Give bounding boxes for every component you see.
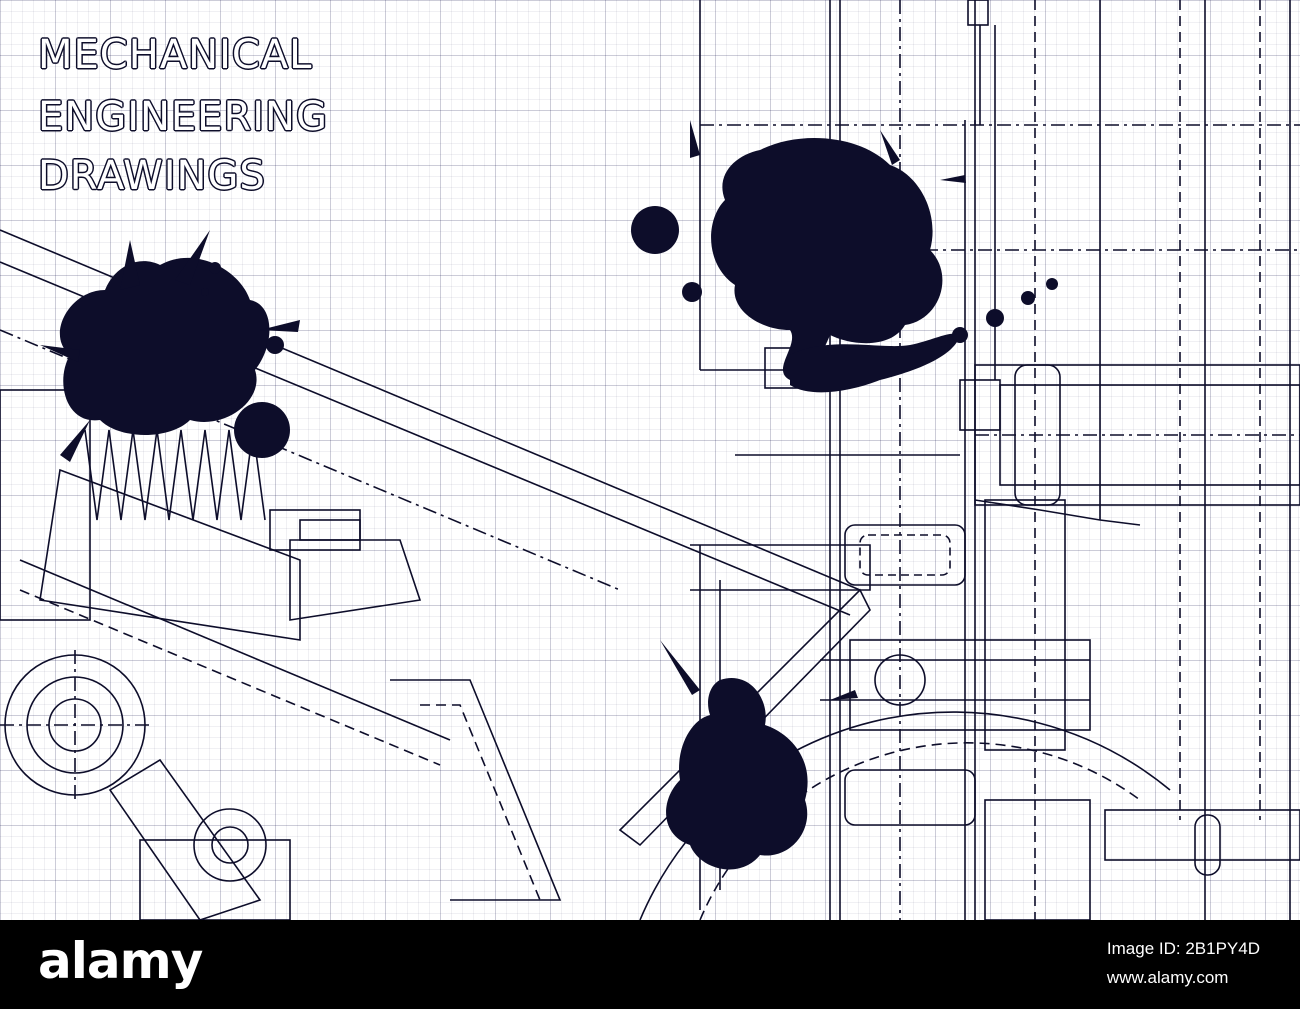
ink-splatter-icon [201,288,209,296]
crossbar-inner [999,384,1300,486]
slot-link-hidden [859,534,951,576]
title-line-3: DRAWINGS [38,153,266,199]
site-url: www.alamy.com [1106,968,1229,987]
watermark-footer: alamy Image ID: 2B1PY4D www.alamy.com [0,920,1300,1009]
link-arm [108,758,262,920]
hidden-line [19,589,441,766]
ink-splatter-icon [1021,291,1035,305]
gear-icon [193,808,267,882]
slot-link-lower [844,769,976,826]
image-id-label: Image ID: 2B1PY4D [1106,939,1260,958]
slot-link [844,524,966,586]
ink-splatters [40,120,1058,870]
ink-splatter-icon [209,262,221,274]
hidden-line [420,704,541,901]
title-line-2: ENGINEERING [38,94,328,140]
diagonal-bar [618,588,871,847]
gear-hub [211,826,249,864]
spring-icon [84,429,266,521]
break-line [974,499,1141,526]
base-plate [139,839,291,920]
bearing-housing [849,639,1091,731]
block [0,389,91,621]
pillar-base [984,799,1091,920]
ink-splatter-icon [631,206,679,254]
housing-outline [39,468,301,641]
pillar [984,499,1066,751]
foot-plate [1104,809,1300,861]
roller [874,654,926,706]
bracket-outline [390,679,562,901]
rod-end [967,0,989,26]
ink-splatter-icon [711,138,943,382]
ink-splatter-icon [986,309,1004,327]
dimension-frame [690,544,871,591]
swing-arc-hidden [699,742,1141,920]
ink-splatter-icon [266,336,284,354]
ink-splatter-icon [1046,278,1058,290]
nut [269,509,361,551]
ink-splatter-icon [682,282,702,302]
alamy-logo: alamy [38,932,203,990]
clevis-pin [959,379,1001,431]
foot-bolt [1194,814,1221,876]
ink-splatter-icon [666,678,808,870]
ink-splatter-icon [59,257,270,435]
ink-splatter-icon [952,327,968,343]
clevis [1014,364,1061,506]
nut-inner [299,519,361,541]
blueprint-canvas: MECHANICAL ENGINEERING DRAWINGS [0,0,1300,920]
technical-drawing [0,0,1300,920]
title-line-1: MECHANICAL [38,32,313,78]
assembly-edge [19,559,451,741]
ink-splatter-icon [234,402,290,458]
ink-splatter-icon [790,333,960,393]
footer-info: Image ID: 2B1PY4D www.alamy.com [1107,934,1260,992]
housing-outline [289,539,422,621]
